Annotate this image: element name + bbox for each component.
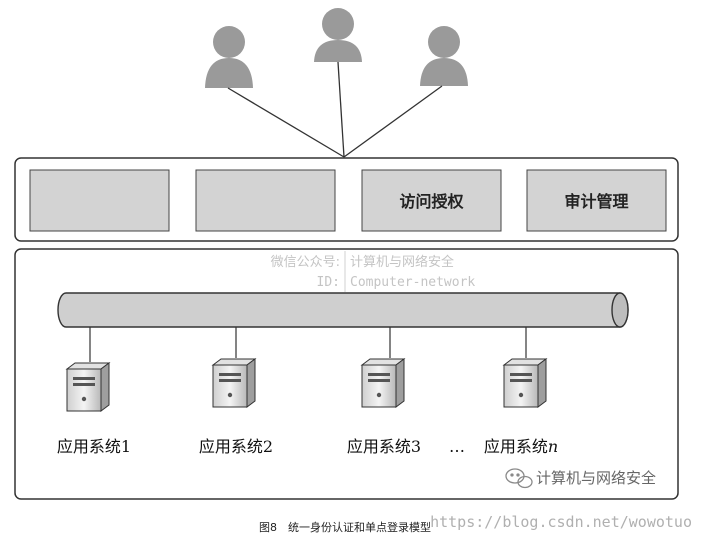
service-bus — [57, 292, 629, 328]
users-group — [205, 8, 468, 88]
module-label-audit: 审计管理 — [564, 192, 628, 211]
wechat-watermark: 微信公众号: 计算机与网络安全 ID: Computer-network — [271, 251, 475, 292]
watermark-account-name: 计算机与网络安全 — [350, 254, 454, 270]
server-icon — [65, 362, 111, 412]
server-icon — [211, 358, 257, 408]
module-box-1 — [29, 169, 170, 232]
connector-line — [343, 85, 443, 158]
server-drop-lines — [89, 327, 527, 362]
person-icon — [420, 26, 468, 86]
app-labels: 应用系统1 应用系统2 应用系统3 … 应用系统n — [57, 437, 558, 456]
person-icon — [314, 8, 362, 62]
server-icon — [502, 358, 548, 408]
module-box-access-auth — [361, 169, 502, 232]
wechat-badge-label: 计算机与网络安全 — [536, 469, 656, 487]
url-watermark: https://blog.csdn.net/wowotuo — [430, 513, 692, 531]
user-connector-lines — [227, 61, 443, 158]
wechat-icon — [505, 468, 533, 489]
watermark-id-label: ID: — [317, 275, 340, 290]
app-label-3: 应用系统3 — [347, 437, 421, 456]
module-box-audit — [526, 169, 667, 232]
connector-line — [227, 87, 345, 158]
app-label-1: 应用系统1 — [57, 437, 131, 456]
ellipsis: … — [449, 437, 465, 456]
person-icon — [205, 26, 253, 88]
app-label-n: 应用系统n — [484, 437, 558, 456]
module-boxes: 访问授权 审计管理 — [29, 169, 667, 232]
watermark-id-value: Computer-network — [350, 275, 475, 290]
wechat-badge: 计算机与网络安全 — [505, 468, 656, 489]
app-label-2: 应用系统2 — [199, 437, 273, 456]
top-panel — [14, 157, 679, 242]
connector-line — [337, 61, 345, 158]
watermark-account-label: 微信公众号: — [271, 255, 340, 270]
module-label-access-auth: 访问授权 — [399, 192, 464, 211]
figure-caption: 图8 统一身份认证和单点登录模型 — [259, 520, 431, 534]
server-icon — [360, 358, 406, 408]
bottom-panel — [14, 248, 679, 500]
module-box-2 — [195, 169, 336, 232]
